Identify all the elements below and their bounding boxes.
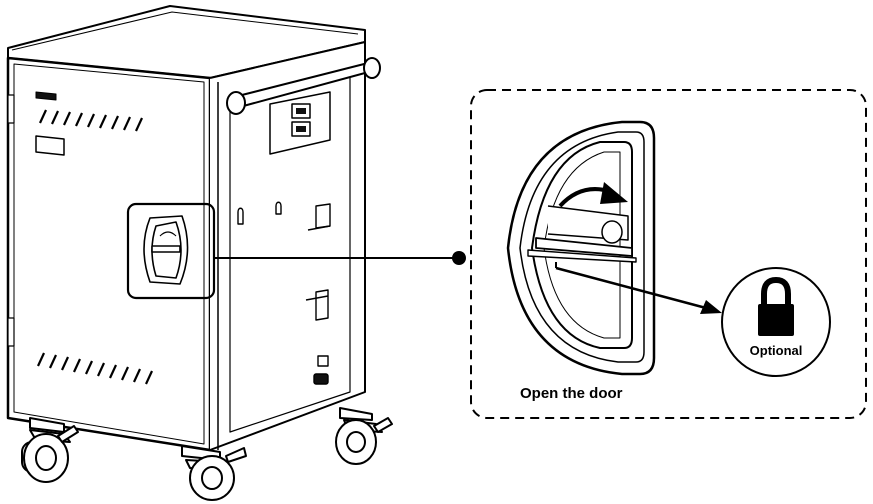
top-vents — [39, 109, 143, 132]
caster-wheel-front-left — [21, 417, 79, 483]
optional-lock-badge: Optional — [721, 267, 831, 377]
cart-side — [209, 41, 366, 451]
zoomed-door-handle — [506, 120, 656, 376]
caster-wheel-back-right — [335, 407, 393, 465]
cart-door-handle — [143, 215, 189, 285]
bottom-vents — [37, 352, 153, 385]
side-switch-panel — [269, 91, 331, 155]
callout-dot — [452, 251, 466, 265]
charging-cart — [6, 5, 393, 501]
handle-highlight-box — [126, 202, 216, 300]
caster-wheel-front-right — [181, 445, 247, 501]
padlock-icon — [758, 276, 794, 336]
label-plate — [35, 135, 65, 156]
caption-open-door: Open the door — [520, 385, 623, 402]
lock-pointer-arrowhead — [700, 300, 722, 314]
lock-badge-label: Optional — [750, 343, 803, 358]
